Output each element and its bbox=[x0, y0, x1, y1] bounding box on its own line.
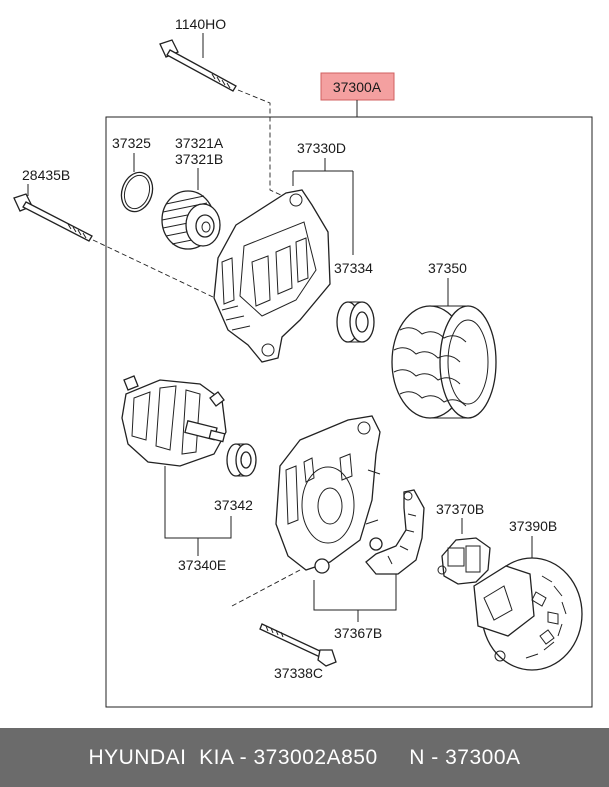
through-bolt-dashed-guide bbox=[231, 569, 301, 607]
regulator-part bbox=[437, 537, 491, 585]
front-bracket-part bbox=[213, 189, 331, 363]
label-regulator[interactable]: 37370B bbox=[436, 501, 484, 517]
footer-part-number-text: HYUNDAI KIA - 373002A850 N - 37300A bbox=[88, 746, 521, 769]
bearing-front-part bbox=[336, 301, 375, 343]
label-through-bolt[interactable]: 37338C bbox=[274, 665, 323, 681]
bearing-rear-part bbox=[226, 443, 257, 477]
bolt-top-dashed-guide bbox=[237, 89, 293, 201]
leader-rotor bbox=[164, 466, 232, 539]
label-bolt-left[interactable]: 28435B bbox=[22, 167, 70, 183]
label-front-bracket[interactable]: 37330D bbox=[297, 140, 346, 156]
label-pulley-b[interactable]: 37321B bbox=[175, 151, 223, 167]
bolt-top-part bbox=[159, 39, 237, 92]
bolt-left-dashed-guide bbox=[92, 239, 214, 298]
rotor-part bbox=[121, 375, 227, 467]
label-stator[interactable]: 37350 bbox=[428, 260, 467, 276]
part-number-footer: HYUNDAI KIA - 373002A850 N - 37300A bbox=[0, 728, 609, 787]
label-rotor[interactable]: 37340E bbox=[178, 557, 226, 573]
pulley-part bbox=[161, 190, 221, 250]
leader-front-bracket bbox=[292, 158, 354, 255]
exploded-parts-diagram: 37300A 1140HO 37325 37321A 37321B 28435B… bbox=[13, 16, 593, 708]
rectifier-part bbox=[365, 489, 425, 575]
through-bolt-part bbox=[259, 623, 337, 667]
label-bearing-rear[interactable]: 37342 bbox=[214, 497, 253, 513]
label-pulley-a[interactable]: 37321A bbox=[175, 135, 224, 151]
label-bolt-top[interactable]: 1140HO bbox=[175, 16, 226, 32]
label-rear-cover[interactable]: 37390B bbox=[509, 518, 557, 534]
label-rectifier[interactable]: 37367B bbox=[334, 625, 382, 641]
label-assembly[interactable]: 37300A bbox=[333, 79, 382, 95]
label-bearing-front[interactable]: 37334 bbox=[334, 260, 373, 276]
assembly-frame bbox=[105, 116, 593, 708]
rear-cover-part bbox=[473, 557, 583, 671]
leader-rectifier bbox=[313, 574, 397, 611]
rear-bracket-part bbox=[275, 415, 381, 574]
oring-part bbox=[120, 171, 154, 213]
stator-part bbox=[391, 305, 497, 419]
label-oring[interactable]: 37325 bbox=[112, 135, 151, 151]
bolt-left-part bbox=[13, 193, 93, 242]
